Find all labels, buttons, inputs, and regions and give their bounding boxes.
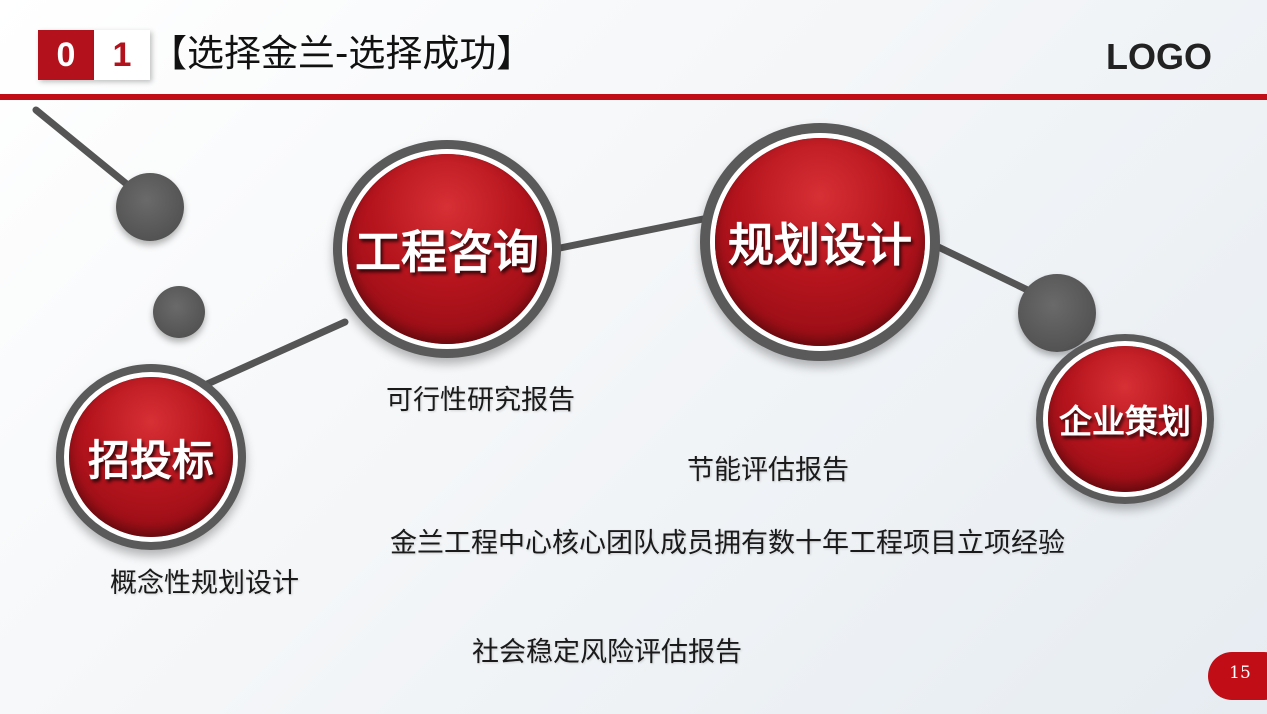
circle-qiye-label: 企业策划 xyxy=(1059,402,1191,441)
section-number-digit-0: 0 xyxy=(38,30,94,80)
header-divider xyxy=(0,94,1267,100)
circle-guihua-label: 规划设计 xyxy=(728,218,912,272)
dot-top-left xyxy=(116,173,184,241)
circle-gongcheng: 工程咨询 xyxy=(333,140,561,358)
connector-guihua-qiye xyxy=(924,238,1044,300)
circle-zhaotou: 招投标 xyxy=(56,364,246,550)
connector-gongcheng-guihua xyxy=(556,214,712,252)
caption-gainian: 概念性规划设计 xyxy=(110,568,299,599)
circle-zhaotou-label: 招投标 xyxy=(87,435,214,485)
circle-guihua: 规划设计 xyxy=(700,123,940,361)
circle-gongcheng-label: 工程咨询 xyxy=(355,225,539,279)
caption-kexing: 可行性研究报告 xyxy=(386,385,575,416)
connector-top-left xyxy=(32,106,144,199)
section-number-digit-1: 1 xyxy=(94,30,150,80)
connector-zhaotou-gongcheng xyxy=(201,318,349,389)
caption-shehui: 社会稳定风险评估报告 xyxy=(472,637,742,668)
caption-jieneng: 节能评估报告 xyxy=(687,455,849,486)
caption-team: 金兰工程中心核心团队成员拥有数十年工程项目立项经验 xyxy=(390,528,1065,559)
page-title: 【选择金兰-选择成功】 xyxy=(150,32,534,75)
page-number-tab xyxy=(1208,652,1267,700)
logo: LOGO xyxy=(1106,36,1212,77)
dot-middle-left xyxy=(153,286,205,338)
circle-qiye: 企业策划 xyxy=(1036,334,1214,504)
page-number: 15 xyxy=(1229,663,1251,683)
dot-right xyxy=(1018,274,1096,352)
